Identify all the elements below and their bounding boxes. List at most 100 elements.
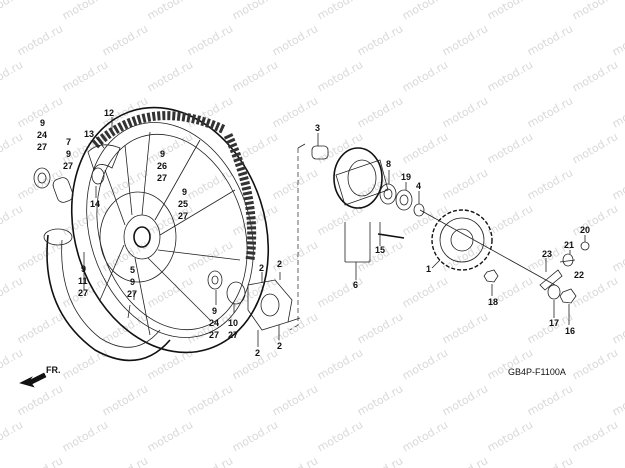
watermark-text: motod.ru — [145, 418, 195, 454]
callout-27: 27 — [78, 288, 88, 298]
callout-9: 9 — [81, 264, 86, 274]
bearing-19 — [395, 189, 413, 211]
diagram-code: GB4P-F1100A — [508, 367, 566, 377]
watermark-text: motod.ru — [315, 0, 365, 23]
callout-6: 6 — [353, 280, 358, 290]
watermark-text: motod.ru — [570, 130, 620, 166]
front-direction-arrow: FR. — [19, 365, 61, 388]
watermark-text: motod.ru — [15, 166, 65, 202]
watermark-text: motod.ru — [610, 94, 625, 130]
watermark-text: motod.ru — [440, 382, 490, 418]
watermark-text: motod.ru — [315, 418, 365, 454]
driven-flange — [333, 147, 389, 209]
callout-27: 27 — [209, 330, 219, 340]
watermark-text: motod.ru — [60, 0, 110, 23]
watermark-text: motod.ru — [355, 310, 405, 346]
watermark-text: motod.ru — [355, 382, 405, 418]
watermark-text: motod.ru — [0, 0, 25, 23]
callout-labels: 12 9 24 27 13 7 9 27 14 9 26 27 9 25 27 … — [37, 108, 590, 358]
watermark-text: motod.ru — [485, 58, 535, 94]
watermark-text: motod.ru — [15, 238, 65, 274]
watermark-text: motod.ru — [610, 166, 625, 202]
watermark-text: motod.ru — [60, 418, 110, 454]
watermark-text: motod.ru — [440, 166, 490, 202]
callout-9: 9 — [160, 149, 165, 159]
watermark-text: motod.ru — [0, 58, 25, 94]
callout-8: 8 — [386, 159, 391, 169]
watermark-text: motod.ru — [525, 382, 575, 418]
watermark-text: motod.ru — [145, 58, 195, 94]
callout-27: 27 — [178, 211, 188, 221]
callout-24: 24 — [37, 130, 47, 140]
rear-tire — [70, 106, 270, 354]
watermark-text: motod.ru — [400, 202, 450, 238]
watermark-text: motod.ru — [0, 418, 25, 454]
watermark-text: motod.ru — [525, 22, 575, 58]
callout-18: 18 — [488, 297, 498, 307]
collar — [52, 177, 74, 203]
watermark-text: motod.ru — [440, 310, 490, 346]
watermark-text: motod.ru — [0, 130, 25, 166]
callout-17: 17 — [549, 318, 559, 328]
callout-24: 24 — [209, 318, 219, 328]
watermark-text: motod.ru — [400, 418, 450, 454]
callout-3: 3 — [315, 123, 320, 133]
callout-12: 12 — [104, 108, 114, 118]
callout-5: 5 — [130, 265, 135, 275]
axle-nut-16 — [559, 288, 577, 304]
watermark-text: motod.ru — [15, 22, 65, 58]
rim-strip — [87, 144, 121, 172]
callout-27: 27 — [63, 161, 73, 171]
callout-16: 16 — [565, 326, 575, 336]
bearing-27 — [207, 270, 223, 290]
tube — [43, 228, 171, 362]
watermark-text: motod.ru — [570, 0, 620, 23]
watermark-text: motod.ru — [185, 166, 235, 202]
callout-25: 25 — [178, 199, 188, 209]
watermark-text: motod.ru — [440, 454, 490, 468]
callout-1: 1 — [426, 264, 431, 274]
callout-11: 11 — [78, 276, 88, 286]
watermark-text: motod.ru — [270, 382, 320, 418]
callout-2: 2 — [259, 263, 264, 273]
watermark-text: motod.ru — [230, 0, 280, 23]
watermark-text: motod.ru — [485, 202, 535, 238]
valve-stem — [127, 304, 131, 319]
watermark-text: motod.ru — [485, 418, 535, 454]
watermark-text: motod.ru — [400, 0, 450, 23]
callout-2: 2 — [255, 348, 260, 358]
watermark-text: motod.ru — [315, 346, 365, 382]
callout-9: 9 — [182, 187, 187, 197]
watermark-text: motod.ru — [570, 346, 620, 382]
callout-27: 27 — [228, 330, 238, 340]
callout-27: 27 — [37, 142, 47, 152]
watermark-text: motod.ru — [270, 166, 320, 202]
callout-26: 26 — [157, 161, 167, 171]
watermark-text: motod.ru — [185, 22, 235, 58]
watermark-text: motod.ru — [400, 130, 450, 166]
watermark-text: motod.ru — [270, 94, 320, 130]
callout-4: 4 — [416, 181, 421, 191]
axle-collar-21 — [562, 253, 574, 267]
stud-bolt — [377, 233, 405, 239]
watermark-text: motod.ru — [355, 454, 405, 468]
watermark-text: motod.ru — [100, 454, 150, 468]
callout-15: 15 — [375, 245, 385, 255]
watermark-text: motod.ru — [185, 454, 235, 468]
watermark-text: motod.ru — [355, 22, 405, 58]
watermark-text: motod.ru — [610, 382, 625, 418]
wheel-hub — [99, 131, 241, 336]
watermark-text: motod.ru — [400, 274, 450, 310]
washer-22 — [559, 259, 576, 263]
watermark-text: motod.ru — [570, 58, 620, 94]
callout-2: 2 — [277, 341, 282, 351]
watermark-text: motod.ru — [525, 454, 575, 468]
watermark-text: motod.ru — [400, 58, 450, 94]
callout-27: 27 — [157, 173, 167, 183]
watermark-text: motod.ru — [100, 22, 150, 58]
callout-20: 20 — [580, 225, 590, 235]
leader-lines — [83, 117, 586, 347]
bearing-lower — [91, 167, 105, 185]
watermark-text: motod.ru — [185, 382, 235, 418]
